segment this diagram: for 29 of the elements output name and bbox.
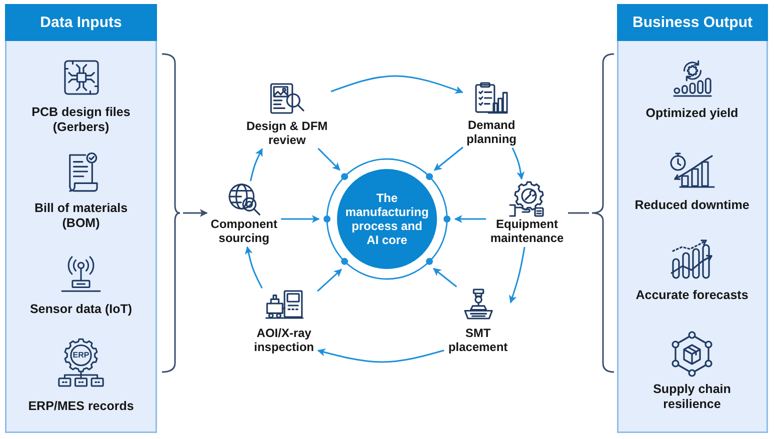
item-label: Reduced downtime <box>634 198 750 212</box>
connector-line <box>568 212 589 214</box>
arrow <box>512 148 525 180</box>
step-label: Equipment maintenance <box>489 217 565 245</box>
step-label: Component sourcing <box>210 217 278 245</box>
item-label: Accurate forecasts <box>636 288 748 302</box>
icon-text: ERP <box>72 350 90 360</box>
side-panel <box>5 4 157 433</box>
item-label: ERP/MES records <box>28 398 134 414</box>
item-label: Sensor data (IoT) <box>30 302 132 316</box>
item-label: Supply chain resilience <box>652 382 732 412</box>
arrow <box>317 348 444 363</box>
step-label: Demand planning <box>466 118 518 146</box>
step-label: Design & DFM review <box>245 119 329 147</box>
arrow <box>330 75 464 94</box>
arrow <box>509 246 526 304</box>
item-label: Optimized yield <box>646 106 738 120</box>
item-label: PCB design files (Gerbers) <box>30 104 132 134</box>
arrow <box>244 246 263 289</box>
item-label: Bill of materials (BOM) <box>33 200 129 230</box>
panel-header: Business Output <box>617 4 768 41</box>
arrow <box>281 215 320 223</box>
side-panel <box>617 4 768 433</box>
panel-header: Data Inputs <box>5 4 157 41</box>
arrow <box>250 148 263 182</box>
step-label: AOI/X-ray inspection <box>252 326 315 354</box>
step-label: SMT placement <box>447 326 509 354</box>
arrow <box>454 215 486 223</box>
arrow <box>183 209 208 217</box>
